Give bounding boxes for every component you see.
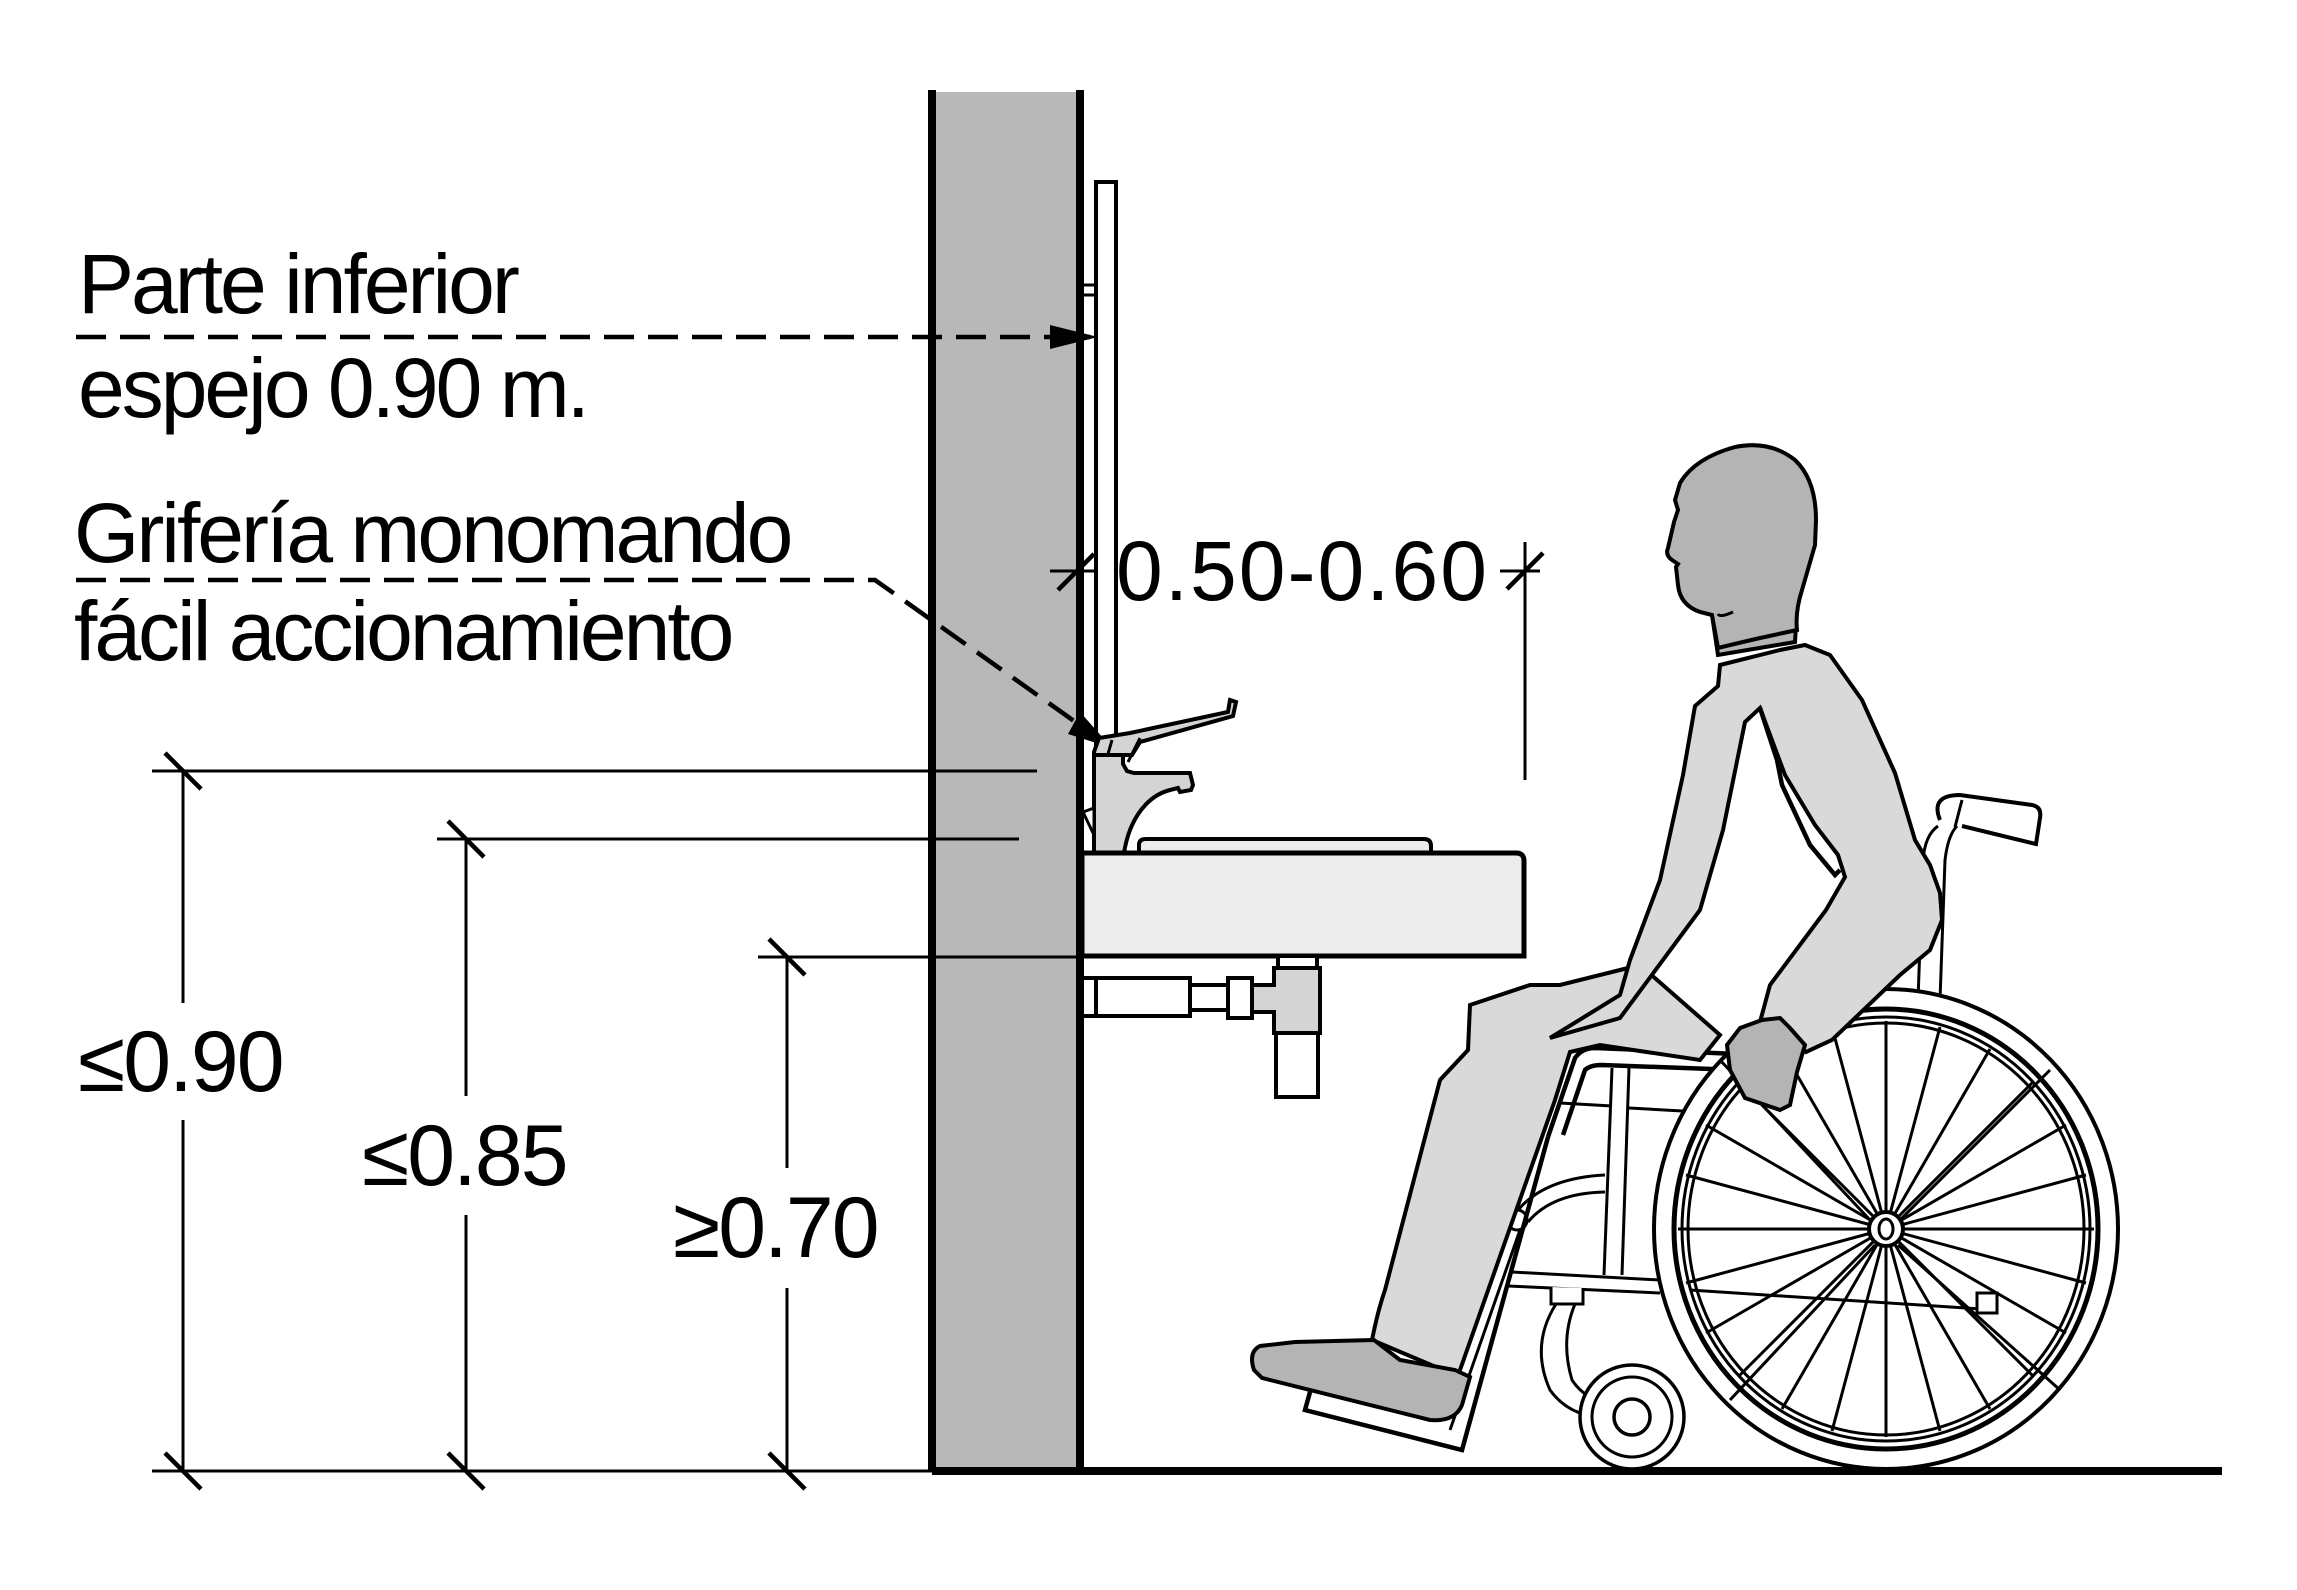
dim-max-basin-height: ≤0.85	[362, 1108, 567, 1204]
seated-person	[1250, 443, 1945, 1423]
faucet-note-line1: Grifería monomando	[74, 486, 791, 580]
dimension-depth	[1050, 542, 1545, 780]
mirror-note-line1: Parte inferior	[78, 237, 519, 331]
wheel-hub	[1867, 1210, 1905, 1248]
washbasin	[1079, 837, 1527, 959]
mirror-note-line2: espejo 0.90 m.	[78, 341, 587, 435]
dim-max-faucet-height: ≤0.90	[78, 1014, 283, 1110]
faucet-note-line2: fácil accionamiento	[74, 584, 732, 678]
wheel-spokes	[1678, 1021, 2094, 1437]
single-lever-faucet	[1080, 697, 1239, 855]
mirror-leader	[76, 325, 1098, 349]
dimension-lines-left	[152, 751, 1090, 1491]
drain-trap	[1080, 954, 1322, 1099]
dim-depth-label: 0.50-0.60	[1116, 524, 1489, 618]
dim-min-clearance: ≥0.70	[673, 1180, 878, 1276]
wall-section	[928, 90, 1084, 1472]
